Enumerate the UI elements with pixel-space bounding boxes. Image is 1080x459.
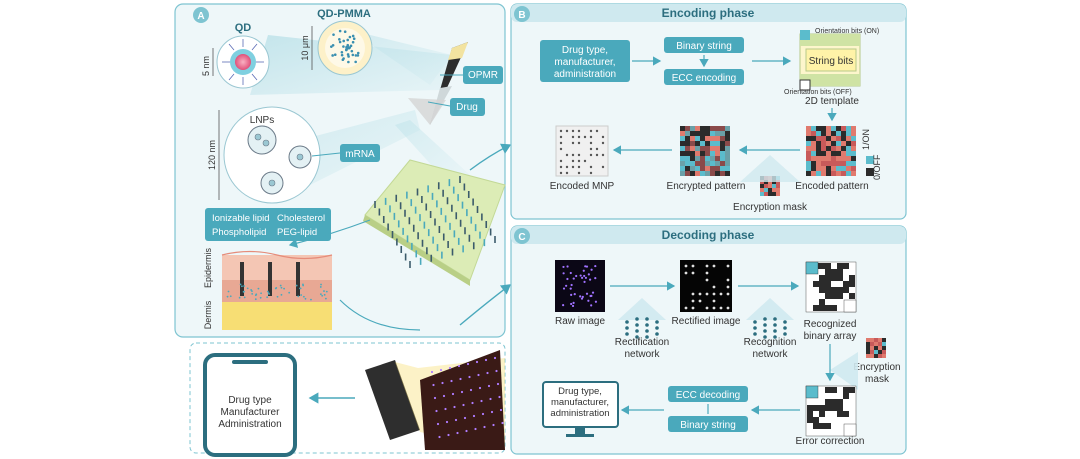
encrypted-pattern-grid <box>680 126 730 176</box>
legend-on-label: 1/ON <box>861 129 871 150</box>
phone-readout-box: Drug type Manufacturer Administration <box>189 342 506 457</box>
panel-b-letter: B <box>518 10 525 21</box>
phone-line-manufacturer: Manufacturer <box>221 407 281 418</box>
phone-line-administration: Administration <box>218 419 281 430</box>
encoded-mnp-label: Encoded MNP <box>550 181 615 192</box>
panel-a-letter: A <box>197 11 204 22</box>
rectification-network-label-2: network <box>624 349 660 360</box>
recognized-label-1: Recognized <box>804 319 857 330</box>
arrow-a-to-c <box>459 284 512 326</box>
encryption-mask-c-label-1: Encryption <box>853 362 900 373</box>
qd-label: QD <box>235 22 252 34</box>
template-2d <box>799 30 861 91</box>
recognition-network-label-2: network <box>752 349 788 360</box>
phone-line-drug-type: Drug type <box>228 395 272 406</box>
recognition-network-icon <box>753 317 787 339</box>
lipid-ionizable: Ionizable lipid <box>212 213 270 224</box>
opmr-label: OPMR <box>468 70 498 81</box>
panel-c: C Decoding phase Raw image Rectified ima… <box>510 225 907 455</box>
lnp-particle-icon <box>247 125 312 195</box>
drug-info-line1: Drug type, <box>562 45 608 56</box>
encoded-mnp-image <box>555 125 609 177</box>
orientation-off-label: Orientation bits (OFF) <box>784 89 852 96</box>
encoded-pattern-label: Encoded pattern <box>795 181 868 192</box>
rectified-image <box>680 260 732 312</box>
rectification-network-label-1: Rectification <box>615 337 669 348</box>
skin-epidermis-label: Epidermis <box>203 247 213 288</box>
error-correction-array <box>805 385 857 437</box>
skin-model <box>221 250 333 330</box>
decoding-phase-title: Decoding phase <box>662 228 755 242</box>
dim-5nm: 5 nm <box>201 56 211 76</box>
lipid-phospholipid: Phospholipid <box>212 227 266 238</box>
monitor-line1: Drug type, <box>558 386 602 397</box>
lnps-label: LNPs <box>250 115 274 126</box>
rectified-image-label: Rectified image <box>672 316 741 327</box>
lipid-box <box>205 208 331 241</box>
error-correction-label: Error correction <box>796 436 865 447</box>
mrna-tag <box>340 144 380 162</box>
drug-info-line3: administration <box>554 69 616 80</box>
drug-info-line2: manufacturer, <box>554 57 615 68</box>
drug-tag <box>450 98 485 116</box>
encoding-phase-title: Encoding phase <box>662 6 755 20</box>
legend-on-swatch <box>866 156 874 164</box>
qd-pmma-label: QD-PMMA <box>317 8 371 20</box>
template-label: 2D template <box>805 96 859 107</box>
binary-string-label: Binary string <box>676 41 732 52</box>
opmr-tag <box>463 66 503 84</box>
arrow-a-to-b <box>469 143 512 171</box>
patch-scan-image <box>420 350 505 450</box>
encoded-pattern-grid <box>806 126 856 176</box>
encryption-mask-c <box>866 338 886 358</box>
drug-info-box <box>540 40 630 82</box>
raw-image <box>555 260 605 312</box>
encryption-mask-c-label-2: mask <box>865 374 890 385</box>
orientation-on-label: Orientation bits (ON) <box>815 28 879 35</box>
binary-string-c-label: Binary string <box>680 420 736 431</box>
encrypted-pattern-label: Encrypted pattern <box>667 181 746 192</box>
rectification-network-icon <box>625 317 659 339</box>
dim-10um: 10 μm <box>300 35 310 60</box>
mrna-label: mRNA <box>345 149 375 160</box>
raw-image-label: Raw image <box>555 316 605 327</box>
lipid-peg: PEG-lipid <box>277 227 317 238</box>
monitor-icon <box>542 381 619 437</box>
binary-string-c-box <box>668 416 748 432</box>
recognized-binary-array <box>805 261 857 313</box>
monitor-line2: manufacturer, <box>551 397 609 408</box>
panel-b: B Encoding phase Drug type, manufacturer… <box>510 3 907 220</box>
legend-off-label: 0/OFF <box>872 154 882 180</box>
recognized-label-2: binary array <box>804 331 857 342</box>
ecc-encoding-box <box>664 69 744 85</box>
monitor-line3: administration <box>550 408 609 419</box>
ecc-decoding-box <box>668 386 748 402</box>
lipid-cholesterol: Cholesterol <box>277 213 325 224</box>
dim-120nm: 120 nm <box>207 140 217 170</box>
panel-c-letter: C <box>518 232 525 243</box>
drug-label: Drug <box>456 102 478 113</box>
qd-core-icon <box>235 54 251 70</box>
binary-string-box <box>664 37 744 53</box>
encryption-mask-label: Encryption mask <box>733 202 808 213</box>
legend-off-swatch <box>866 168 874 176</box>
string-bits-label: String bits <box>809 56 853 67</box>
ecc-encoding-label: ECC encoding <box>672 73 736 84</box>
ecc-decoding-label: ECC decoding <box>676 390 740 401</box>
recognition-network-label-1: Recognition <box>744 337 797 348</box>
skin-dermis-label: Dermis <box>203 300 213 329</box>
microneedle-patch <box>363 159 506 286</box>
phone-icon <box>203 353 297 457</box>
panel-a: A QD 5 nm QD-PMMA 10 μm <box>174 3 506 338</box>
